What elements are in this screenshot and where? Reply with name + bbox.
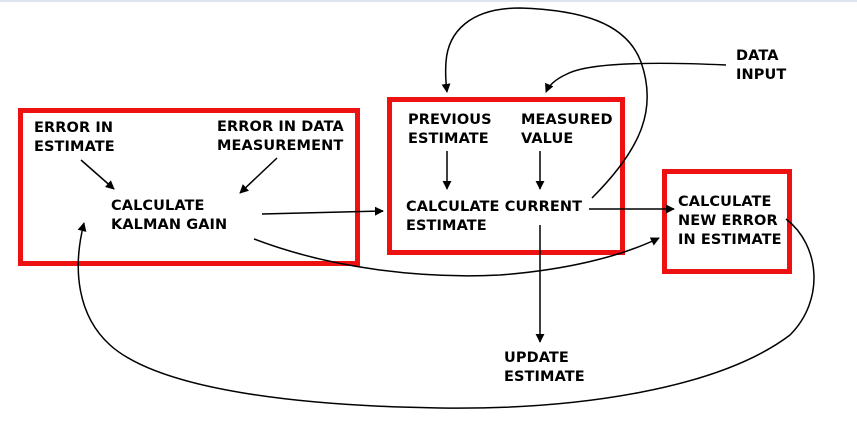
arrow-gain-to-current [261,206,384,216]
arrow-measurement-error-to-gain [239,157,278,194]
data-input-label: DATA INPUT [736,48,787,83]
calculate-new-error-label: CALCULATE NEW ERROR IN ESTIMATE [678,194,782,248]
arrow-feedback-to-previous [441,7,648,199]
error-in-estimate-label: ERROR IN ESTIMATE [34,120,115,155]
update-estimate-label: UPDATE ESTIMATE [504,350,585,385]
arrow-error-to-gain [80,159,115,190]
error-in-data-measurement-label: ERROR IN DATA MEASUREMENT [217,119,344,154]
top-border-line [0,0,857,2]
calculate-current-estimate-label: CALCULATE CURRENT ESTIMATE [406,199,583,234]
kalman-gain-box [18,108,360,266]
arrow-new-error-to-gain [77,218,815,409]
measured-value-label: MEASURED VALUE [521,112,613,147]
current-estimate-box [387,97,625,255]
previous-estimate-label: PREVIOUS ESTIMATE [408,112,492,147]
arrow-gain-to-new-error [253,237,660,277]
calculate-kalman-gain-label: CALCULATE KALMAN GAIN [111,198,228,233]
arrow-data-input-to-measured [545,62,727,93]
